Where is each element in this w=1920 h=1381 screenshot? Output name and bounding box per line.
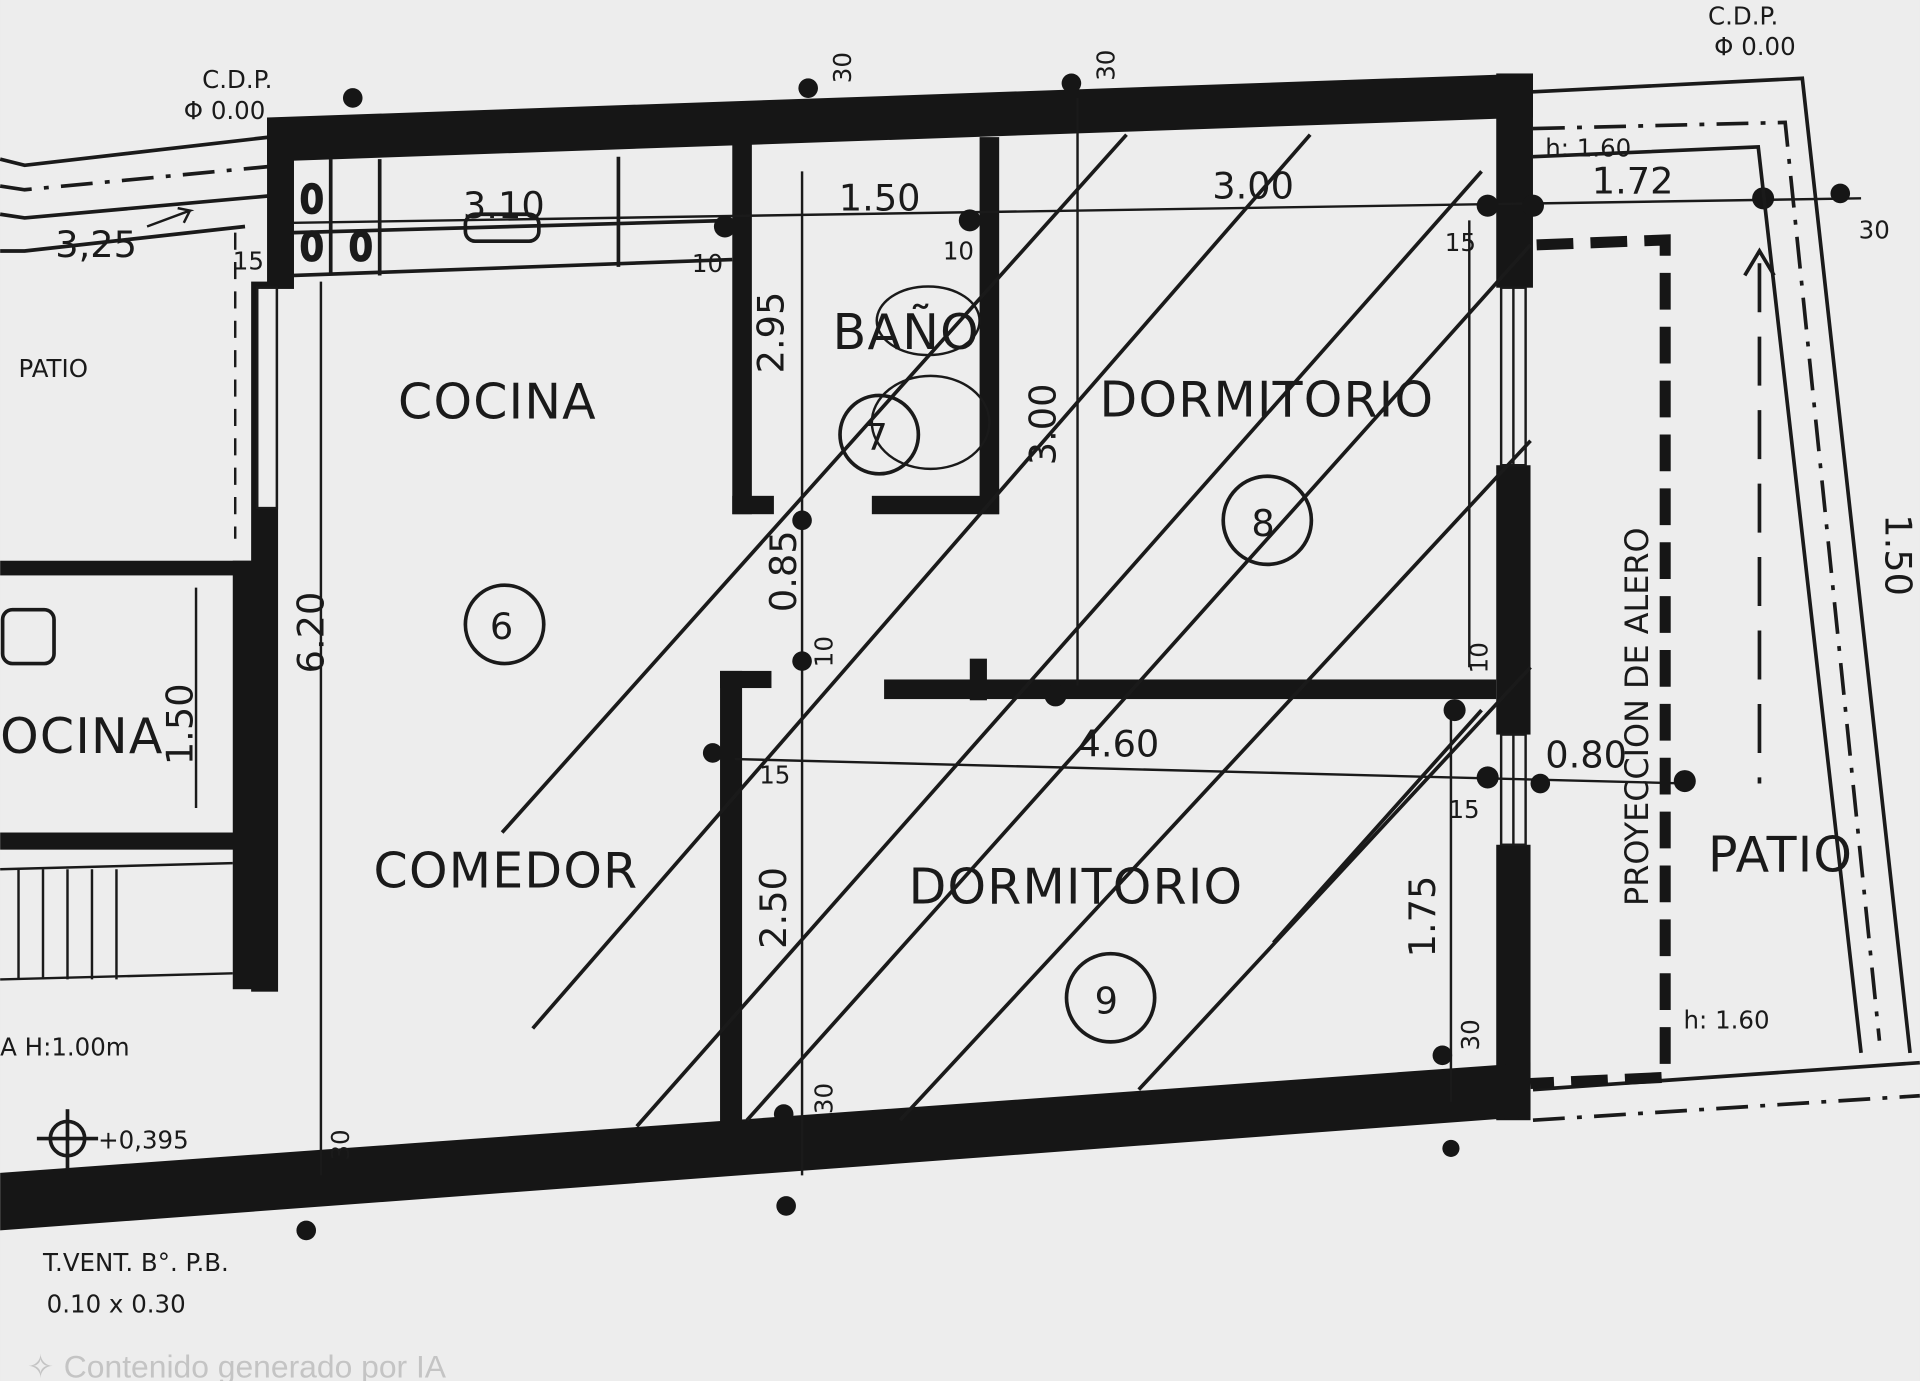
room-label-cocina: COCINA bbox=[398, 374, 597, 431]
dim-30: 30 bbox=[1091, 50, 1120, 81]
dim-15: 15 bbox=[233, 246, 264, 275]
walls bbox=[0, 73, 1533, 1231]
level-value: +0,395 bbox=[98, 1125, 189, 1154]
dim-15: 15 bbox=[1448, 795, 1479, 824]
dim-1-72: 1.72 bbox=[1592, 159, 1674, 202]
dim-1-50-right: 1.50 bbox=[1877, 514, 1920, 596]
label-proyeccion-alero: PROYECCION DE ALERO bbox=[1618, 527, 1656, 906]
room-label-comedor: COMEDOR bbox=[374, 843, 639, 900]
hatch-lines bbox=[500, 133, 1532, 1128]
cdp-right-level: Φ 0.00 bbox=[1714, 32, 1796, 61]
cdp-right-label: C.D.P. bbox=[1708, 1, 1778, 30]
dim-2-50: 2.50 bbox=[752, 867, 795, 949]
room-label-cocina-left: OCINA bbox=[0, 708, 163, 765]
dim-30: 30 bbox=[810, 1083, 839, 1114]
room-label-dormitorio-9: DORMITORIO bbox=[909, 859, 1244, 916]
room-label-bano: BAÑO bbox=[833, 303, 980, 361]
dim-10: 10 bbox=[810, 636, 839, 667]
right-wall-mid bbox=[1496, 465, 1531, 735]
right-wall-upper bbox=[1496, 73, 1533, 288]
cdp-left-label: C.D.P. bbox=[202, 65, 272, 94]
dimension-labels: 3.10 1.50 3.00 1.72 3,25 6.20 2.95 3.00 … bbox=[55, 50, 1919, 1161]
left-wall-upper bbox=[267, 117, 294, 289]
alero-projection bbox=[1530, 234, 1671, 1090]
kitchen-counter: 0 0 0 bbox=[293, 156, 733, 278]
dim-30: 30 bbox=[326, 1129, 355, 1160]
dim-1-75: 1.75 bbox=[1401, 876, 1444, 958]
dim-3-00-top: 3.00 bbox=[1212, 164, 1294, 207]
dim-3-10: 3.10 bbox=[463, 184, 545, 227]
ai-watermark: ✧ Contenido generado por IA bbox=[27, 1348, 447, 1381]
dim-3-00-vertical: 3.00 bbox=[1021, 383, 1064, 465]
dim-3-25: 3,25 bbox=[55, 223, 137, 266]
dim-1-50: 1.50 bbox=[839, 177, 921, 220]
svg-text:0: 0 bbox=[349, 226, 372, 269]
dimension-dots bbox=[296, 73, 1851, 1241]
comedor-partition bbox=[720, 670, 743, 1137]
height-note-top: h: 1.60 bbox=[1545, 134, 1631, 163]
ventilation-size: 0.10 x 0.30 bbox=[47, 1289, 186, 1318]
dim-10: 10 bbox=[1465, 642, 1494, 673]
ventilation-note: T.VENT. B°. P.B. bbox=[42, 1248, 229, 1277]
dim-30: 30 bbox=[828, 52, 857, 83]
dormitorio-divider bbox=[884, 679, 1497, 700]
room-label-patio-left: PATIO bbox=[19, 354, 88, 383]
svg-text:✧: ✧ bbox=[27, 1348, 54, 1381]
bano-right-wall bbox=[979, 137, 1000, 515]
room-label-patio-right: PATIO bbox=[1708, 827, 1853, 884]
bano-left-stub bbox=[732, 495, 774, 515]
top-wall bbox=[267, 73, 1533, 162]
inner-lines bbox=[293, 97, 1862, 1176]
dim-10: 10 bbox=[943, 237, 974, 266]
level-marker-icon bbox=[36, 1109, 99, 1170]
room-number-bano: 7 bbox=[865, 415, 888, 458]
dim-0-85: 0.85 bbox=[762, 530, 805, 612]
dim-30: 30 bbox=[1859, 216, 1890, 245]
room-number-cocina: 6 bbox=[490, 605, 513, 648]
room-label-dormitorio-8: DORMITORIO bbox=[1100, 371, 1435, 428]
comedor-partition-stub bbox=[720, 670, 772, 689]
dim-15: 15 bbox=[759, 761, 790, 790]
dim-15: 15 bbox=[1445, 228, 1476, 257]
watermark-text: Contenido generado por IA bbox=[64, 1348, 447, 1381]
height-note-bottom: h: 1.60 bbox=[1684, 1005, 1770, 1034]
bano-right-stub bbox=[871, 495, 1000, 515]
dim-6-20: 6.20 bbox=[289, 592, 332, 674]
room-number-dormitorio-9: 9 bbox=[1095, 980, 1118, 1023]
windows bbox=[256, 286, 1527, 846]
dim-2-95: 2.95 bbox=[750, 292, 793, 374]
room-numbers: 6 7 8 9 bbox=[463, 285, 1314, 1044]
dim-10: 10 bbox=[692, 249, 723, 278]
room-number-dormitorio-8: 8 bbox=[1251, 502, 1274, 545]
dim-1-50-left: 1.50 bbox=[158, 683, 201, 765]
room-labels: COCINA COMEDOR BAÑO DORMITORIO DORMITORI… bbox=[0, 303, 1853, 916]
dim-30: 30 bbox=[1456, 1019, 1485, 1050]
right-patio-lines bbox=[1530, 76, 1920, 1123]
bottom-wall bbox=[0, 1062, 1531, 1231]
bano-left-wall bbox=[732, 124, 752, 515]
stove-burner: 0 bbox=[300, 178, 323, 221]
dim-4-60: 4.60 bbox=[1078, 723, 1160, 766]
annotations: C.D.P. Φ 0.00 C.D.P. Φ 0.00 h: 1.60 h: 1… bbox=[0, 1, 1796, 1318]
svg-text:0: 0 bbox=[300, 226, 323, 269]
dim-0-80: 0.80 bbox=[1545, 734, 1627, 777]
cdp-left-level: Φ 0.00 bbox=[184, 96, 266, 125]
railing-note: A H:1.00m bbox=[0, 1032, 129, 1061]
